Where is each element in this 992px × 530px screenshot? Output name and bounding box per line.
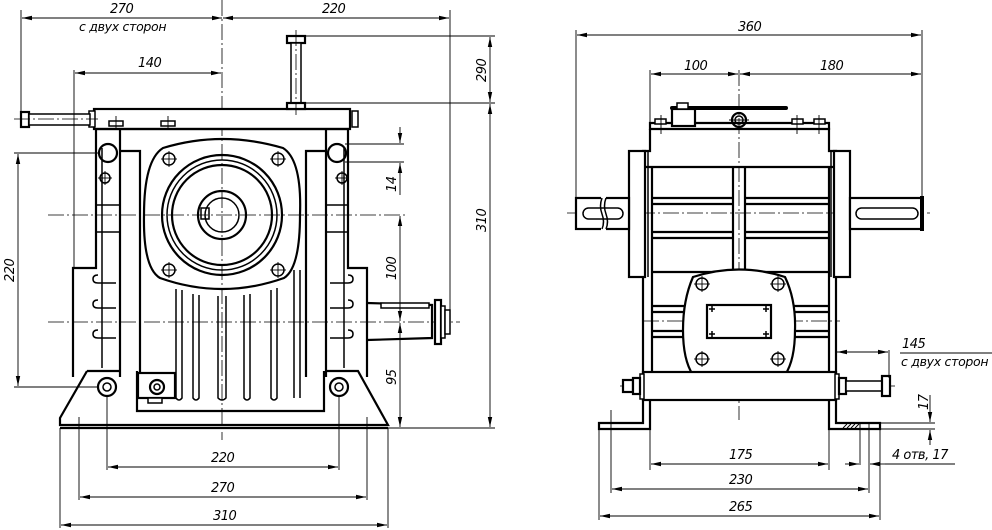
dim-4-holes-17: 4 отв, 17: [892, 448, 949, 463]
side-inspection-cover: [681, 268, 797, 388]
dim-220-top: 220: [322, 2, 346, 17]
front-dimensions: 270 с двух сторон 220 140 290 310: [3, 2, 495, 528]
dim-14: 14: [385, 176, 400, 192]
dim-100: 100: [385, 256, 400, 280]
dim-145: 145: [902, 337, 926, 352]
dim-270-bottom: 270: [211, 481, 235, 496]
motor-flange: [142, 137, 302, 291]
top-vertical-handle: [285, 30, 307, 115]
dim-310-bottom: 310: [213, 509, 237, 524]
side-lower-shaft-and-feet: [597, 370, 892, 431]
housing-base: [58, 369, 390, 430]
top-cover-bar: [88, 107, 359, 131]
top-corner-holes: [97, 142, 349, 185]
dim-290: 290: [475, 58, 490, 82]
dim-270-top: 270: [110, 2, 134, 17]
dim-230: 230: [729, 473, 753, 488]
dim-360: 360: [738, 20, 762, 35]
side-left-shaft: [574, 196, 631, 232]
dim-220-left: 220: [3, 258, 18, 282]
dim-220-bottom: 220: [211, 451, 235, 466]
side-view: 360 100 180 145 с двух сторон 17: [567, 20, 992, 520]
dim-note-both-sides-front: с двух сторон: [79, 19, 166, 34]
left-handle-shaft: [14, 110, 98, 129]
side-dimensions: 360 100 180 145 с двух сторон 17: [575, 20, 992, 520]
dim-175: 175: [729, 448, 753, 463]
side-right-shaft: [848, 196, 924, 231]
side-housing: [627, 127, 852, 377]
dim-180-side: 180: [820, 59, 844, 74]
dim-310-vertical: 310: [475, 208, 490, 232]
housing-body: [71, 127, 369, 377]
dim-note-both-sides-side: с двух сторон: [901, 354, 988, 369]
dim-140: 140: [138, 56, 162, 71]
side-top-cover: [648, 102, 831, 134]
dim-17-thickness: 17: [917, 393, 932, 410]
dim-95: 95: [385, 369, 400, 385]
cooling-ribs: [175, 270, 301, 401]
dim-100-side: 100: [684, 59, 708, 74]
front-view: 270 с двух сторон 220 140 290 310: [3, 0, 495, 528]
dim-265: 265: [729, 500, 753, 515]
